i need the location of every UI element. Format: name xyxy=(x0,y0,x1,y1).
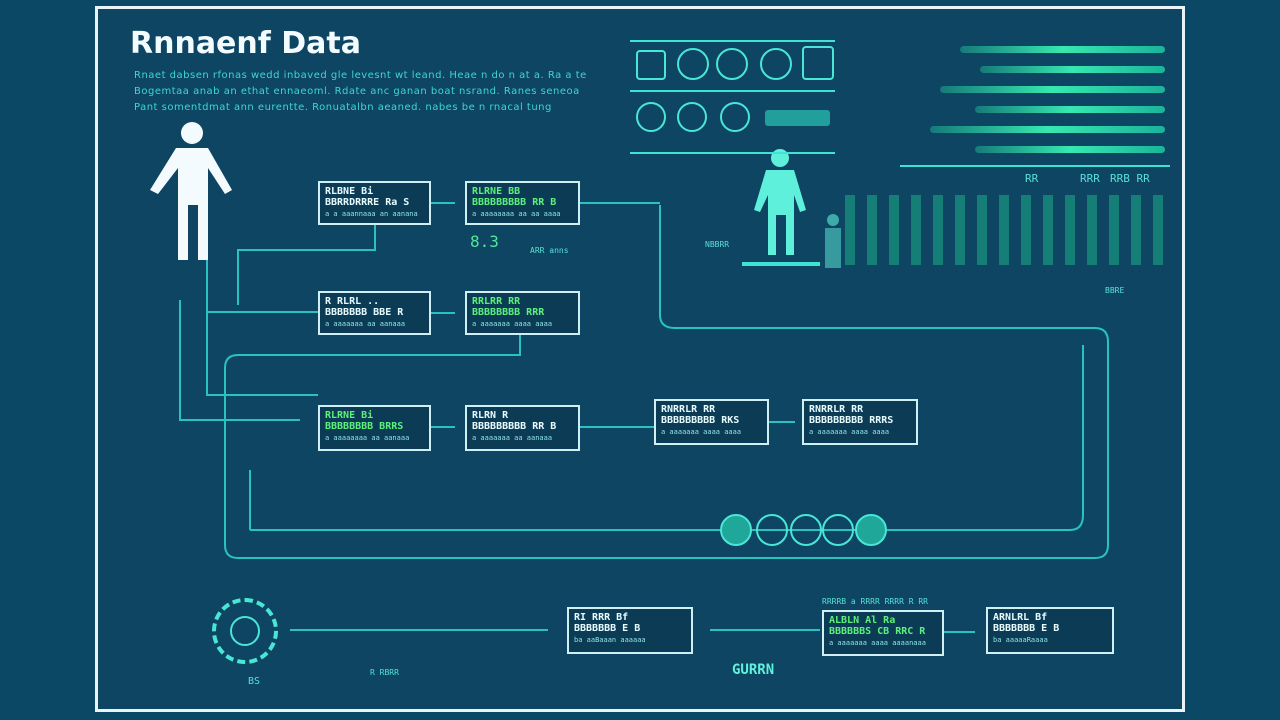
chart-icon[interactable] xyxy=(636,102,666,132)
link-3 xyxy=(179,260,795,428)
box-label: BBBBBBS CB RRC R xyxy=(829,626,926,637)
level-bar xyxy=(960,46,1165,53)
globe-icon[interactable] xyxy=(677,48,709,80)
box-title: RLRN R xyxy=(472,410,509,421)
caption: BS xyxy=(248,676,261,687)
level-bar xyxy=(975,146,1165,153)
target-icon[interactable] xyxy=(716,48,748,80)
gear-icon[interactable] xyxy=(212,598,278,664)
gear-core-icon xyxy=(230,616,260,646)
bar-panel xyxy=(900,40,1170,167)
device-icon xyxy=(765,110,830,126)
caption: ARR anns xyxy=(530,246,569,255)
box-title: RLRNE Bi xyxy=(325,410,374,421)
box-label: BBRRDRRRE Ra S xyxy=(325,197,410,208)
battery-icon[interactable] xyxy=(636,50,666,80)
heart-icon[interactable] xyxy=(720,102,750,132)
box-detail: a aaaaaaa aaaa aaaa xyxy=(661,428,742,436)
box-title: R RLRL .. xyxy=(325,296,380,307)
box-label: BBBBBBBBB RR B xyxy=(472,421,557,432)
box-title: RLBNE Bi xyxy=(325,186,374,197)
node-icon[interactable] xyxy=(790,514,822,546)
status-grid xyxy=(845,195,1165,265)
refresh-icon[interactable] xyxy=(760,48,792,80)
loop-inner xyxy=(249,345,1084,531)
tool-icon[interactable] xyxy=(802,46,834,80)
box-title: RRLRR RR xyxy=(472,296,521,307)
subtitle-line: Bogemtaa anab an ethat ennaeoml. Rdate a… xyxy=(134,86,580,97)
box-label: BBBBBBBBB RKS xyxy=(661,415,740,426)
box-label: BBBBBBBB BRRS xyxy=(325,421,404,432)
subtitle-line: Rnaet dabsen rfonas wedd inbaved gle lev… xyxy=(134,70,587,81)
box-title: ARNLRL Bf xyxy=(993,612,1048,623)
level-bar xyxy=(975,106,1165,113)
status-cell: RRB RR xyxy=(1110,172,1150,185)
node-icon[interactable] xyxy=(720,514,752,546)
divider xyxy=(630,90,835,92)
status-cell: RRR xyxy=(1080,172,1100,185)
box-title: RI RRR Bf xyxy=(574,612,629,623)
level-bar xyxy=(940,86,1165,93)
page-title: Rnnaenf Data xyxy=(130,26,361,61)
box-detail: ba aaBaaan aaaaaa xyxy=(574,636,646,644)
level-bar xyxy=(980,66,1165,73)
loop-outer xyxy=(224,205,1109,559)
status-cell: RR xyxy=(1025,172,1039,185)
caption: R RBRR xyxy=(370,668,399,677)
level-bar xyxy=(930,126,1165,133)
icon-strip xyxy=(630,40,835,154)
node-icon[interactable] xyxy=(756,514,788,546)
value-label: 8.3 xyxy=(470,232,499,251)
box-label: BBBBBBBBB RR B xyxy=(472,197,557,208)
box-title: RNRRLR RR xyxy=(661,404,716,415)
subtitle-line: Pant somentdmat ann eurentte. Ronuatalbn… xyxy=(134,102,552,113)
box-detail: a aaaaaaaa aa aanaaa xyxy=(325,434,410,442)
box-detail: a aaaaaaa aa aanaaa xyxy=(325,320,406,328)
box-label: BBBBBBBBB RRRS xyxy=(809,415,894,426)
box-detail: a aaaaaaaa aa aa aaaa xyxy=(472,210,561,218)
box-title: RLRNE BB xyxy=(472,186,521,197)
box-label: BBBBBBB E B xyxy=(993,623,1060,634)
box-title: ALBLN Al Ra xyxy=(829,615,896,626)
node-icon[interactable] xyxy=(822,514,854,546)
caption: BBRE xyxy=(1105,286,1125,295)
box-detail: a aaaaaaa aaaa aaaa xyxy=(472,320,553,328)
box-detail: ba aaaaaRaaaa xyxy=(993,636,1048,644)
link-bottom xyxy=(290,629,975,633)
gauge-icon[interactable] xyxy=(677,102,707,132)
box-detail: a aaaaaaa aaaa aaaanaaa xyxy=(829,639,926,647)
process-box[interactable]: R RLRL ..BBBBBBB BBE R a aaaaaaa aa aanaa… xyxy=(318,291,431,335)
caption-label: GURRN xyxy=(732,662,775,678)
caption: NBBRR xyxy=(705,240,730,249)
box-label: BBBBBBB E B xyxy=(574,623,641,634)
box-label: BBBBBBB BBE R xyxy=(325,307,404,318)
link-2 xyxy=(207,225,455,314)
node-icon[interactable] xyxy=(855,514,887,546)
caption: RRRRB a RRRR RRRR R RR xyxy=(822,597,928,606)
box-title: RNRRLR RR xyxy=(809,404,864,415)
box-detail: a aaaaaaa aaaa aaaa xyxy=(809,428,890,436)
box-label: BBBBBBBB RRR xyxy=(472,307,545,318)
box-detail: a aaaaaaa aa aanaaa xyxy=(472,434,553,442)
box-detail: a a aaannaaa an aanana xyxy=(325,210,418,218)
